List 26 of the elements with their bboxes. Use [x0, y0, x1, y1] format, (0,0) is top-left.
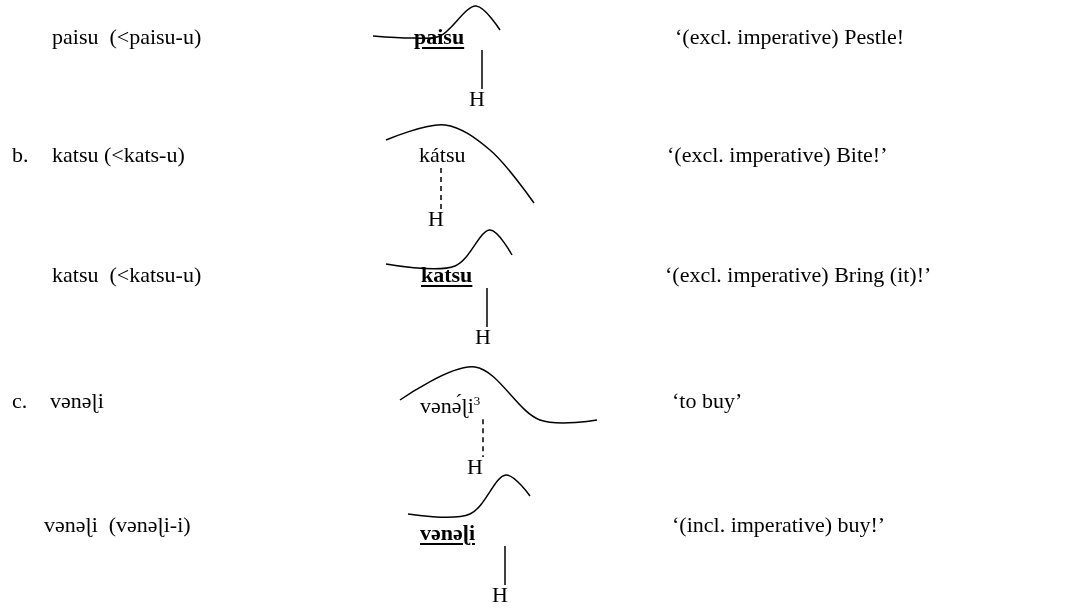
tone-label: H: [475, 324, 491, 350]
text-label: ‘(incl. imperative) buy!’: [672, 512, 886, 538]
tone-label: H: [469, 86, 485, 112]
association-line: [481, 49, 483, 90]
tone-label: H: [492, 582, 508, 608]
tone-label: H: [428, 206, 444, 232]
word-form: kátsu: [419, 142, 466, 168]
text-label: ‘to buy’: [672, 388, 743, 414]
text-label: c.: [12, 388, 28, 414]
word-form: vənəɭi: [420, 520, 475, 546]
word-form: vənə́ɭi$^{3}$: [420, 388, 481, 420]
association-line: [486, 287, 488, 328]
association-line: [440, 167, 442, 210]
tone-label: H: [467, 454, 483, 480]
text-label: ‘(excl. imperative) Bite!’: [667, 142, 888, 168]
text-label: ‘(excl. imperative) Bring (it)!’: [665, 262, 932, 288]
text-label: paisu (<paisu-u): [52, 24, 202, 50]
word-form: katsu: [421, 262, 473, 288]
association-line: [504, 545, 506, 586]
text-label: b.: [12, 142, 29, 168]
text-label: vənəɭi (vənəɭi-i): [44, 512, 191, 538]
text-label: katsu (<kats-u): [52, 142, 185, 168]
text-label: katsu (<katsu-u): [52, 262, 202, 288]
association-line: [482, 418, 484, 458]
text-label: vənəɭi: [50, 388, 104, 414]
text-label: ‘(excl. imperative) Pestle!: [675, 24, 905, 50]
